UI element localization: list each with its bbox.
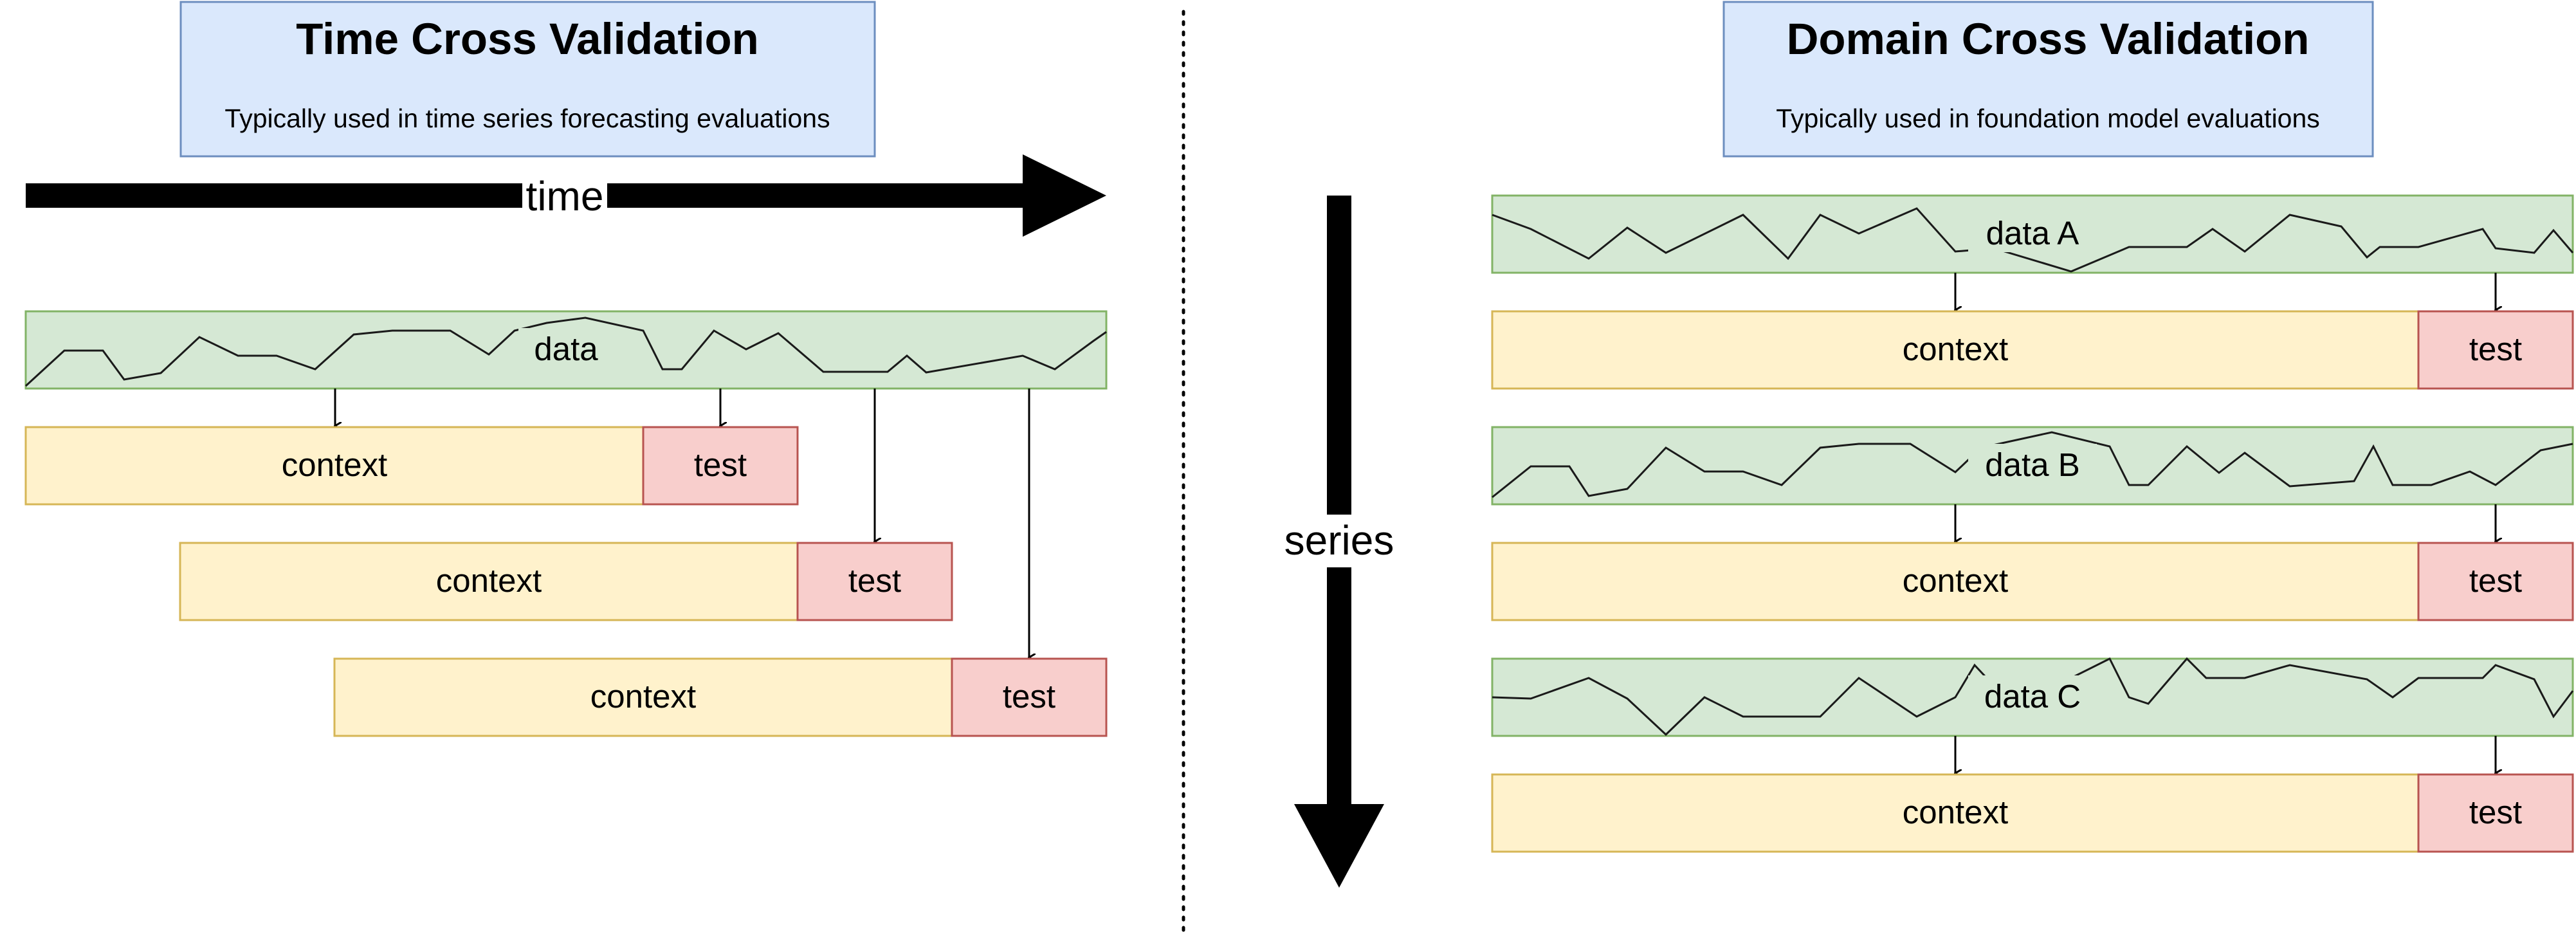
group-c-test	[2417, 773, 2574, 853]
right-panel: Domain Cross Validation Typically used i…	[1280, 1, 2574, 888]
left-title-box	[179, 1, 876, 158]
group-a-data-line	[1492, 207, 2574, 273]
group-b-data-line	[1492, 431, 2573, 499]
group-b-test	[2417, 542, 2574, 621]
group-c-data-label: data C	[1984, 678, 2081, 715]
group-a-test	[2417, 310, 2574, 390]
series-arrow: series	[1280, 196, 1398, 888]
left-title: Time Cross Validation	[296, 14, 759, 64]
series-axis-label: series	[1284, 517, 1394, 563]
fold-1-test-label: test	[694, 446, 747, 483]
fold-2: context test	[179, 542, 953, 621]
group-c-test-label: test	[2469, 794, 2522, 830]
fold-3-test	[951, 657, 1108, 737]
group-a-context-label: context	[1903, 331, 2008, 367]
left-data-line	[24, 316, 1107, 387]
fold-3-test-label: test	[1003, 678, 1055, 715]
fold-1-test	[642, 426, 799, 506]
time-axis-label: time	[526, 173, 604, 219]
fold-2-test	[796, 542, 953, 621]
time-arrow: time	[26, 154, 1106, 237]
fold-2-context	[179, 542, 799, 621]
fold-2-test-label: test	[848, 562, 901, 599]
right-title: Domain Cross Validation	[1787, 14, 2310, 64]
left-panel: Time Cross Validation Typically used in …	[24, 1, 1108, 737]
fold-1-context-label: context	[282, 446, 387, 483]
left-data-label: data	[534, 331, 598, 367]
group-c-context-label: context	[1903, 794, 2008, 830]
group-b-data-label: data B	[1985, 446, 2079, 483]
left-data-strip: data	[24, 310, 1108, 390]
group-b-test-label: test	[2469, 562, 2522, 599]
group-b-context-label: context	[1903, 562, 2008, 599]
group-a-data-label: data A	[1986, 215, 2079, 252]
right-subtitle: Typically used in foundation model evalu…	[1776, 104, 2320, 133]
group-a-test-label: test	[2469, 331, 2522, 367]
fold-2-context-label: context	[436, 562, 542, 599]
fold-3-context-label: context	[590, 678, 696, 715]
group-a: data A context test	[1491, 194, 2574, 390]
fold-3: context test	[333, 657, 1108, 737]
group-c-context	[1491, 773, 2420, 853]
fold-3-context	[333, 657, 953, 737]
left-subtitle: Typically used in time series forecastin…	[224, 104, 830, 133]
group-a-context	[1491, 310, 2420, 390]
right-title-box	[1722, 1, 2374, 158]
fold-1: context test	[24, 426, 799, 506]
group-c: data C context test	[1491, 657, 2574, 853]
fold-1-context	[24, 426, 644, 506]
group-b: data B context test	[1491, 426, 2574, 621]
group-b-context	[1491, 542, 2420, 621]
